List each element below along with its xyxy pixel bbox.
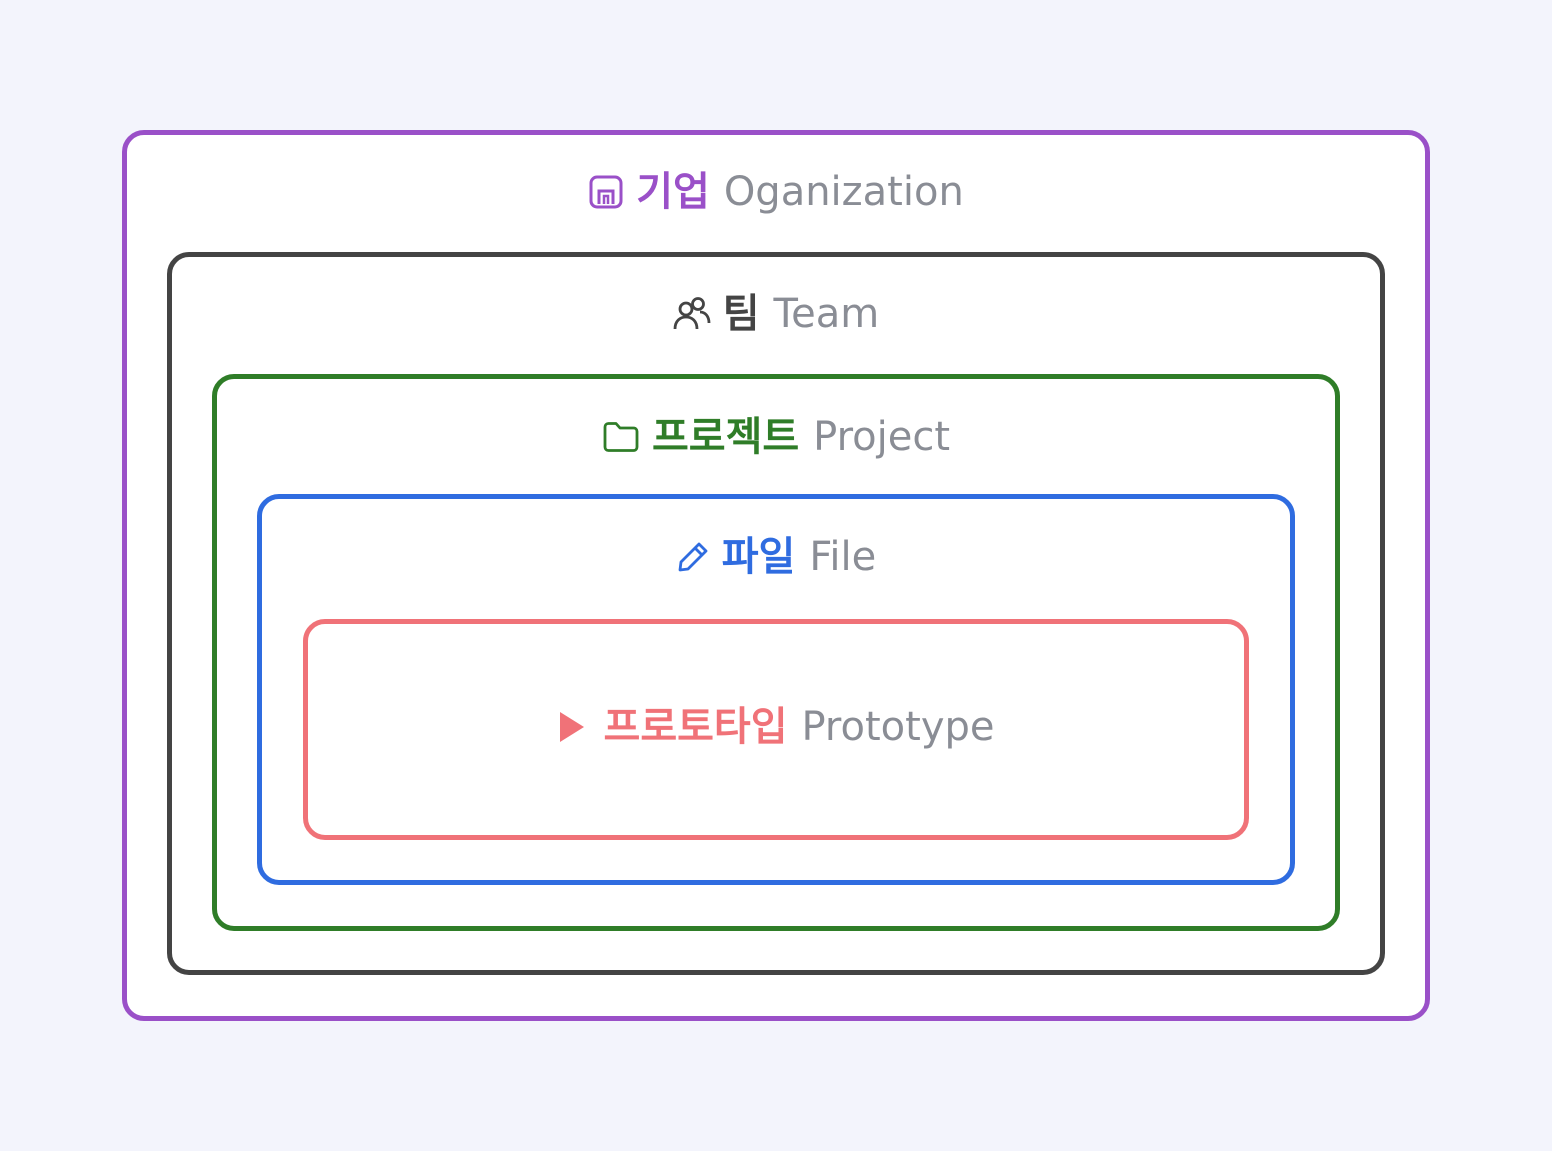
project-label: 프로젝트 Project — [0, 417, 1552, 457]
team-korean-label: 팀 — [722, 291, 760, 337]
file-korean-label: 파일 — [721, 534, 796, 580]
pencil-icon — [676, 540, 710, 574]
building-icon — [588, 174, 624, 210]
project-english-label: Project — [813, 414, 951, 460]
prototype-korean-label: 프로토타입 — [603, 704, 788, 750]
users-icon — [673, 296, 711, 332]
prototype-english-label: Prototype — [801, 704, 995, 750]
team-label: 팀 Team — [0, 294, 1552, 334]
file-english-label: File — [809, 534, 877, 580]
file-label: 파일 File — [0, 537, 1552, 577]
folder-icon — [602, 420, 640, 454]
prototype-box — [303, 619, 1249, 840]
prototype-label: 프로토타입 Prototype — [0, 707, 1552, 747]
team-english-label: Team — [773, 291, 880, 337]
play-icon — [558, 710, 586, 744]
project-korean-label: 프로젝트 — [651, 414, 800, 460]
organization-english-label: Oganization — [723, 169, 964, 215]
organization-korean-label: 기업 — [636, 169, 710, 215]
organization-label: 기업 Oganization — [0, 172, 1552, 212]
